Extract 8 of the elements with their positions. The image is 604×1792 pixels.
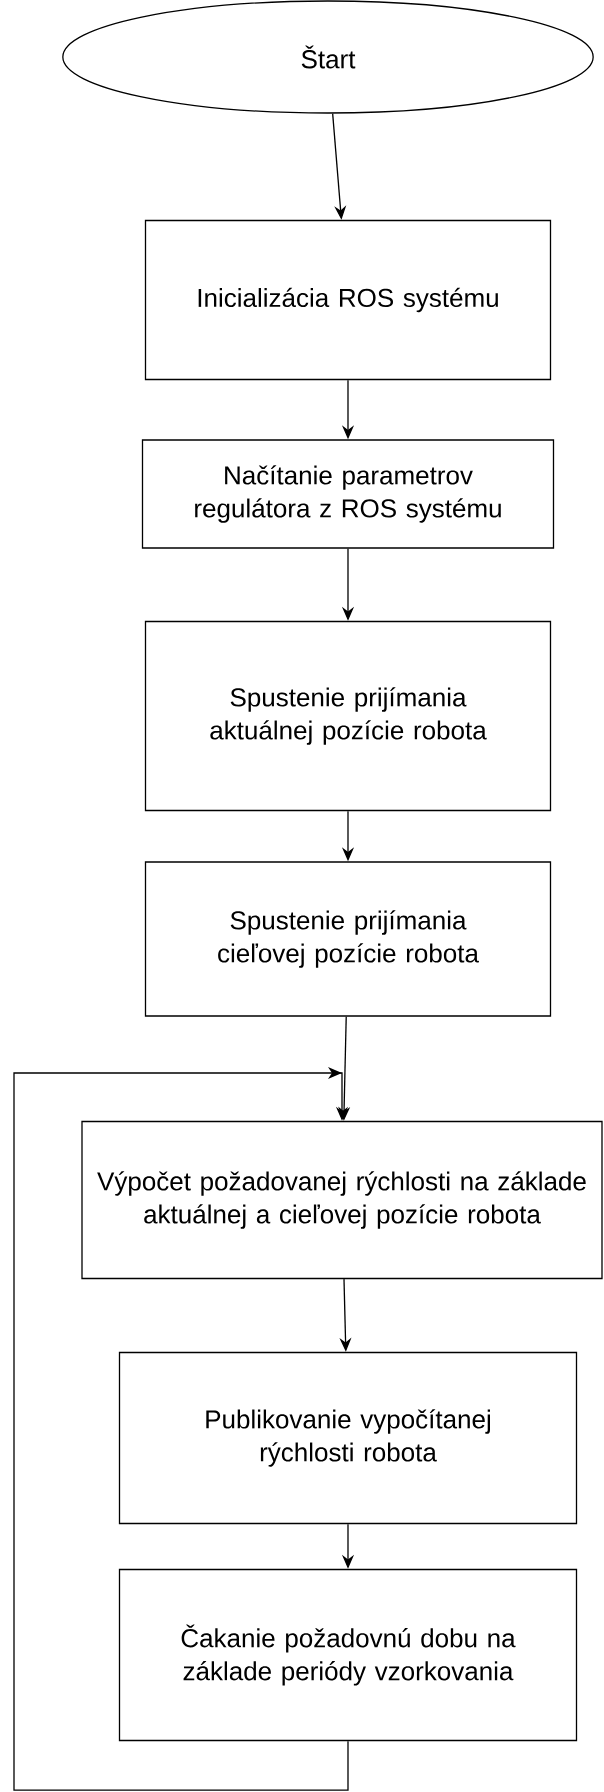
process-box: Výpočet požadovanej rýchlosti na základe aktuálnej a cieľovej pozície robota	[81, 1120, 603, 1280]
process-box: Načítanie parametrov regulátora z ROS systému	[141, 439, 555, 549]
process-box: Spustenie prijímania cieľovej pozície robota	[144, 861, 552, 1017]
process-box: Spustenie prijímania aktuálnej pozície robota	[144, 620, 552, 812]
process-box: Publikovanie vypočítanej rýchlosti robota	[118, 1351, 578, 1525]
process-box: Čakanie požadovnú dobu na základe periódy vzorkovania	[118, 1568, 578, 1742]
process-box: Inicializácia ROS systému	[144, 219, 552, 381]
loop-arrow	[13, 1067, 349, 1791]
